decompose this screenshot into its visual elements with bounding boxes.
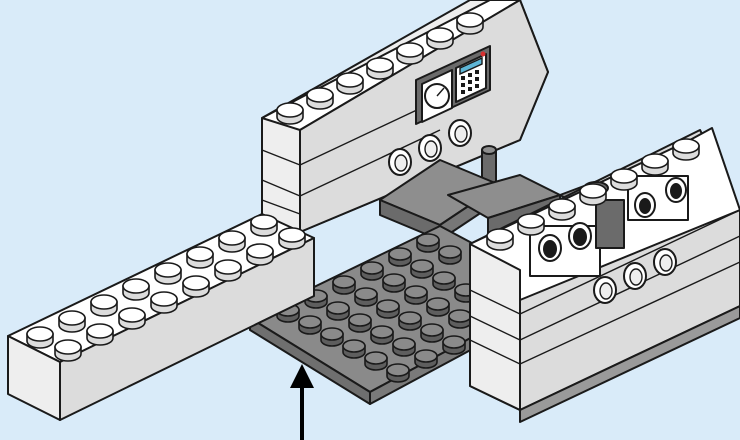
front-hull-wall [470,128,740,422]
stud [393,338,415,356]
stud [55,340,81,361]
stud [343,340,365,358]
stud [383,274,405,292]
stud [87,324,113,345]
stud [355,288,377,306]
arrow-up-icon [290,364,314,440]
long-white-brick [8,214,314,420]
keypad-key [475,70,479,74]
stud [449,310,471,328]
stud [421,324,443,342]
keypad-key [475,77,479,81]
stud [279,228,305,249]
stud [371,326,393,344]
stud [673,139,699,160]
stud [215,260,241,281]
stud [487,229,513,250]
stud [119,308,145,329]
stud [183,276,209,297]
stud [151,292,177,313]
stud [365,352,387,370]
stud [405,286,427,304]
stud [327,302,349,320]
keypad-key [468,87,472,91]
stud [439,246,461,264]
stud [349,314,371,332]
stud [549,199,575,220]
stud [427,28,453,49]
stud [361,262,383,280]
stud [427,298,449,316]
stud [389,248,411,266]
stud [377,300,399,318]
stud [123,279,149,300]
stud [417,234,439,252]
stud [387,364,409,382]
stud [91,295,117,316]
stud [219,231,245,252]
stud [155,263,181,284]
stud [580,184,606,205]
stud [433,272,455,290]
stud [367,58,393,79]
stud [307,88,333,109]
stud [411,260,433,278]
stud [399,312,421,330]
stud [337,73,363,94]
keypad-key [475,84,479,88]
stud [277,103,303,124]
stud [642,154,668,175]
stud [333,276,355,294]
keypad-key [461,76,465,80]
stud [251,215,277,236]
stud [321,328,343,346]
stud [443,336,465,354]
stud [59,311,85,332]
stud [397,43,423,64]
stud [247,244,273,265]
stud [187,247,213,268]
stud [27,327,53,348]
keypad-key [468,80,472,84]
stud [457,13,483,34]
stud [415,350,437,368]
stud [299,316,321,334]
keypad-key [461,83,465,87]
keypad-key [461,90,465,94]
stud [518,214,544,235]
keypad-key [468,73,472,77]
stud [611,169,637,190]
